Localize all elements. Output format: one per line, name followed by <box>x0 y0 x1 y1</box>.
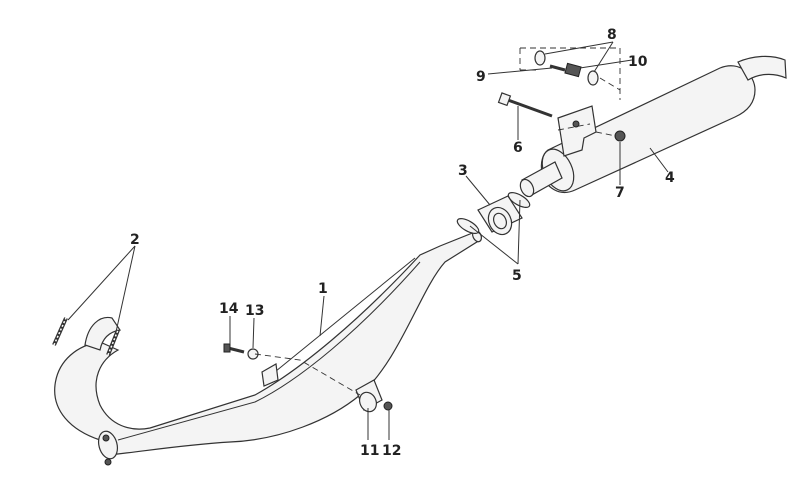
callout-5: 5 <box>512 268 522 284</box>
muffler <box>519 55 787 198</box>
callout-3: 3 <box>458 163 468 179</box>
callout-labels: 1 2 3 4 5 6 7 8 9 10 11 12 13 14 <box>130 27 675 459</box>
washer-8-right <box>587 70 599 86</box>
callout-2: 2 <box>130 232 140 248</box>
washer-8-left <box>534 50 546 66</box>
gasket-front <box>456 218 480 234</box>
callout-9: 9 <box>476 69 486 85</box>
callout-12: 12 <box>382 443 401 459</box>
bolt-14 <box>223 343 245 354</box>
callout-6: 6 <box>513 140 523 156</box>
assembly-lines <box>254 47 621 396</box>
callout-14: 14 <box>219 301 239 317</box>
callout-13: 13 <box>245 303 264 319</box>
bolt-6 <box>497 92 553 118</box>
callout-10: 10 <box>628 54 648 70</box>
stud-left <box>52 317 68 346</box>
joint-packing <box>477 195 523 236</box>
nut-12 <box>383 401 393 411</box>
callout-11: 11 <box>360 443 379 459</box>
callout-4: 4 <box>665 170 675 186</box>
damper-rubber-11 <box>355 379 383 413</box>
bolt-9 <box>549 64 566 72</box>
leader-lines <box>67 41 669 440</box>
callout-7: 7 <box>615 185 625 201</box>
spacer-10 <box>564 62 582 78</box>
callout-8: 8 <box>607 27 617 43</box>
callout-1: 1 <box>318 281 328 297</box>
nut-7 <box>614 130 626 142</box>
gasket-rear <box>507 192 531 208</box>
stud-right <box>106 329 120 356</box>
